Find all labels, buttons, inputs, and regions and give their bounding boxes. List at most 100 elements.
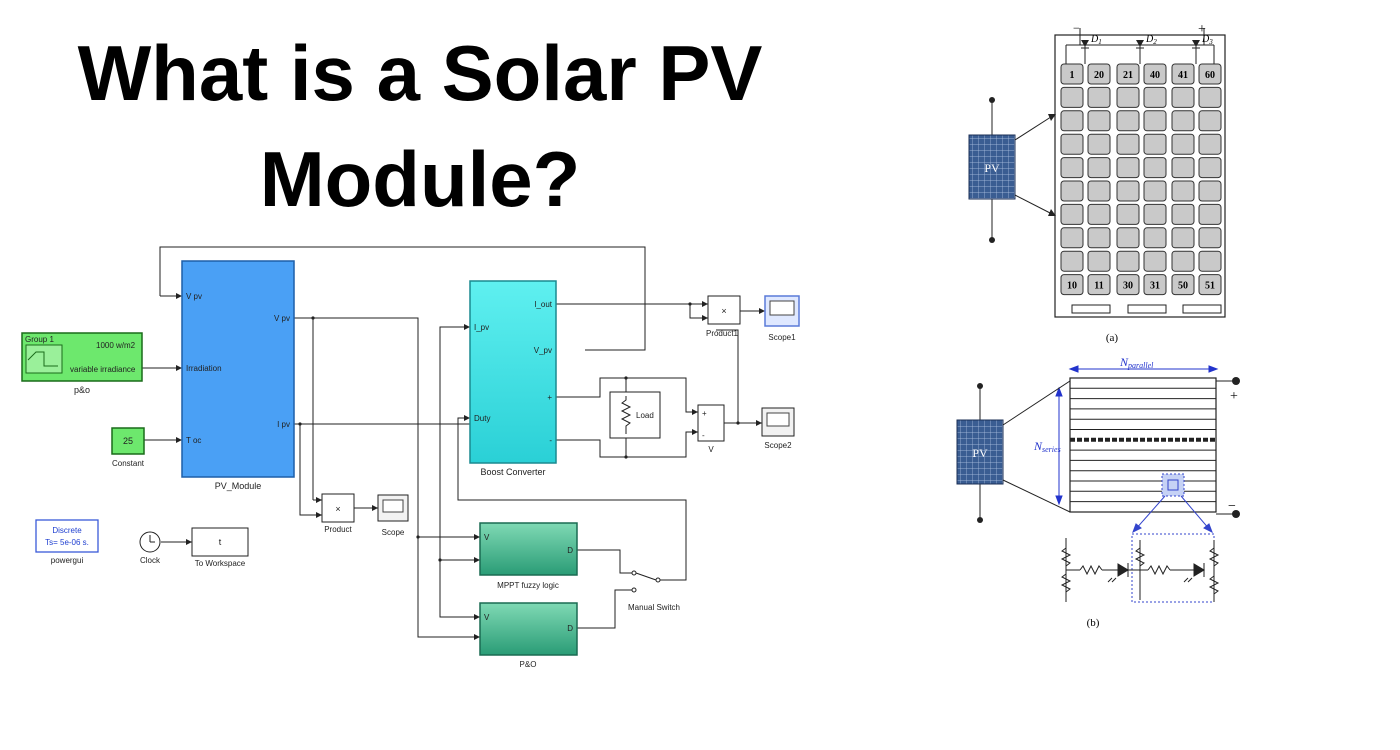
scope1-caption: Scope1 — [768, 333, 796, 342]
cell-label-bottom: 10 — [1067, 281, 1077, 292]
workspace-block[interactable]: t To Workspace — [191, 527, 249, 568]
diode-label: D3 — [1201, 34, 1213, 46]
manual-switch-block[interactable]: Manual Switch — [628, 570, 680, 612]
pv-cell — [1087, 133, 1111, 155]
bypass-diode — [1192, 40, 1200, 47]
pv-cell — [1060, 133, 1084, 155]
cell-connector — [1071, 304, 1111, 314]
array-b-rows — [1070, 387, 1216, 503]
pv-module-caption: PV_Module — [215, 481, 262, 491]
pv-cell — [1060, 63, 1084, 85]
cell-label-bottom: 11 — [1094, 281, 1103, 292]
pv-port-vpv-out: V pv — [274, 314, 290, 323]
pv-cell — [1116, 157, 1140, 179]
pv-cell — [1198, 180, 1222, 202]
scope1-block[interactable]: Scope1 — [764, 295, 800, 342]
powergui-line1: Discrete — [52, 526, 82, 535]
pv-cell — [1087, 227, 1111, 249]
cell-label-bottom: 50 — [1178, 281, 1188, 292]
pando-caption: P&O — [520, 660, 537, 669]
array-a-minus: − — [1073, 21, 1080, 35]
clock-caption: Clock — [140, 556, 161, 565]
boost-caption: Boost Converter — [480, 467, 545, 477]
boost-port-vpv: V_pv — [534, 346, 552, 355]
group-label: Group 1 — [25, 335, 54, 344]
page-title: What is a Solar PV Module? — [20, 20, 820, 232]
array-b-pv-module: PV — [956, 380, 1071, 523]
voltmeter-caption: V — [708, 445, 714, 454]
pv-cell — [1116, 203, 1140, 225]
product-block[interactable]: × Product — [321, 493, 355, 534]
boost-port-iout: I_out — [534, 300, 553, 309]
pv-cell — [1087, 157, 1111, 179]
diode-label: D2 — [1145, 34, 1157, 46]
pv-cell — [1198, 133, 1222, 155]
pv-cell — [1087, 180, 1111, 202]
cell-connector — [1182, 304, 1222, 314]
pando-port-v: V — [484, 613, 490, 622]
pv-module-block[interactable]: V pv Irradiation T oc V pv I pv PV_Modul… — [181, 260, 295, 491]
boost-port-duty: Duty — [474, 414, 490, 423]
cell-label-top: 20 — [1094, 70, 1104, 81]
pv-cell — [1143, 203, 1167, 225]
boost-converter-block[interactable]: I_pv Duty I_out V_pv + - Boost Converter — [469, 280, 557, 477]
array-a-plus: + — [1198, 22, 1206, 37]
pv-cell — [1060, 227, 1084, 249]
product-caption: Product — [324, 525, 352, 534]
mppt-port-v: V — [484, 533, 490, 542]
constant-block[interactable]: 25 Constant — [111, 427, 145, 468]
signal-builder-block[interactable]: Group 1 1000 w/m2 variable irradiance p&… — [21, 332, 143, 395]
cell-connector — [1127, 304, 1167, 314]
pv-cell — [1171, 250, 1195, 272]
pv-cell — [1060, 180, 1084, 202]
pando-port-d: D — [567, 624, 573, 633]
pv-cell — [1060, 203, 1084, 225]
group-value: 1000 w/m2 — [96, 341, 136, 350]
pv-cell — [1143, 227, 1167, 249]
title-line-1: What is a Solar PV — [77, 29, 763, 117]
pv-cell — [1143, 274, 1167, 296]
n-series-label: Nseries — [1033, 439, 1061, 454]
cell-label-bottom: 31 — [1150, 281, 1160, 292]
bypass-diode — [1136, 40, 1144, 47]
cell-label-bottom: 30 — [1123, 281, 1133, 292]
pv-cell — [1198, 63, 1222, 85]
product1-symbol: × — [721, 306, 726, 316]
mppt-caption: MPPT fuzzy logic — [497, 581, 559, 590]
pv-cell — [1198, 227, 1222, 249]
scope2-block[interactable]: Scope2 — [761, 407, 795, 450]
pv-cell — [1198, 86, 1222, 108]
voltmeter-block[interactable]: + - V — [697, 404, 725, 454]
clock-block[interactable]: Clock — [139, 531, 161, 565]
cell-label-top: 1 — [1070, 70, 1075, 81]
pv-cell — [1087, 203, 1111, 225]
pv-cell — [1060, 274, 1084, 296]
pv-cell — [1143, 86, 1167, 108]
pv-port-irradiation: Irradiation — [186, 364, 222, 373]
pv-cell — [1116, 180, 1140, 202]
scope-caption: Scope — [382, 528, 405, 537]
pv-cell — [1116, 227, 1140, 249]
pv-cell — [1116, 250, 1140, 272]
pv-cell — [1087, 250, 1111, 272]
boost-port-ipv: I_pv — [474, 323, 489, 332]
product1-block[interactable]: × Product1 — [706, 295, 741, 338]
pv-cell — [1060, 157, 1084, 179]
cell-label-top: 60 — [1205, 70, 1215, 81]
pv-port-toc: T oc — [186, 436, 201, 445]
powergui-block[interactable]: Discrete Ts= 5e-06 s. powergui — [35, 519, 99, 565]
pando-block[interactable]: V D P&O — [479, 602, 578, 669]
bypass-diode — [1081, 40, 1089, 47]
pv-cell — [1087, 63, 1111, 85]
scope-block[interactable]: Scope — [377, 494, 409, 537]
pv-cell — [1060, 250, 1084, 272]
boost-port-minus: - — [549, 436, 552, 445]
array-b-minus: − — [1228, 499, 1236, 514]
load-block[interactable]: Load — [609, 391, 661, 439]
cell-label-bottom: 51 — [1205, 281, 1215, 292]
mppt-fuzzy-block[interactable]: V D MPPT fuzzy logic — [479, 522, 578, 590]
pv-cell — [1087, 274, 1111, 296]
